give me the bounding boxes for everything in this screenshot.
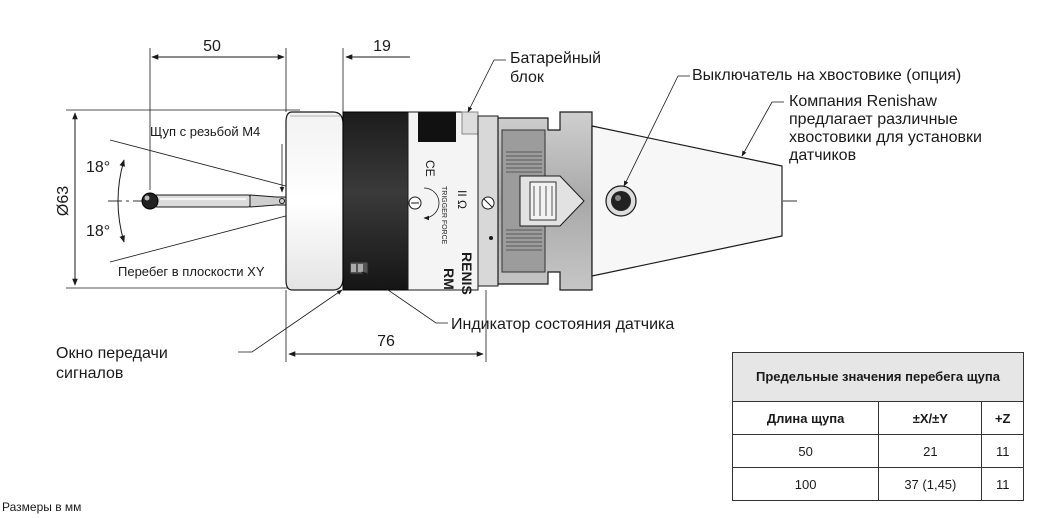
angle-bottom-label: 18°: [86, 223, 110, 240]
callout-stylus-m4: Щуп с резьбой M4: [150, 124, 285, 193]
battery-section: CE TRIGGER FORCE II Ω RENIS RM: [407, 111, 479, 295]
small-mark: II Ω: [455, 190, 469, 209]
table-cell: 11: [981, 434, 1024, 468]
table-row: 50 21 11: [731, 434, 1024, 468]
probe-connector: [477, 115, 499, 287]
table-row: 100 37 (1,45) 11: [731, 467, 1024, 501]
renishaw-label-line2: предлагает различные: [789, 111, 958, 128]
battery-label-line2: блок: [510, 69, 545, 86]
probe-body: [342, 111, 409, 291]
window-label-line2: сигналов: [56, 365, 123, 382]
overtravel-label: Перебег в плоскости XY: [118, 264, 265, 279]
window-label-line1: Окно передачи: [56, 345, 168, 362]
stylus-ball: [141, 192, 159, 210]
stylus-m4-label: Щуп с резьбой M4: [150, 124, 260, 139]
table-header-row: Длина щупа ±X/±Y +Z: [731, 401, 1024, 435]
table-cell: 21: [878, 434, 983, 468]
battery-label-line1: Батарейный: [510, 50, 601, 67]
renishaw-label-line1: Компания Renishaw: [789, 93, 937, 110]
callout-battery: Батарейный блок: [467, 50, 601, 113]
renishaw-label-line3: хвостовики для установки: [789, 129, 982, 146]
brand-mark: RENIS: [459, 252, 475, 295]
probe-front-cap: [285, 111, 344, 291]
overtravel-angle: 18° 18°: [86, 139, 344, 263]
callout-switch: Выключатель на хвостовике (опция): [623, 67, 961, 187]
table-title: Предельные значения перебега щупа: [732, 352, 1024, 402]
dim-50-label: 50: [203, 38, 221, 55]
overtravel-limits-table: Предельные значения перебега щупа Длина …: [731, 352, 1024, 501]
table-header-length: Длина щупа: [731, 401, 880, 435]
table-cell: 37 (1,45): [878, 467, 983, 501]
dimension-19: 19: [270, 38, 410, 112]
dim-19-label: 19: [373, 38, 391, 55]
indicator-label: Индикатор состояния датчика: [451, 316, 674, 333]
shank-flange: [497, 111, 593, 291]
dim-76-label: 76: [377, 333, 395, 350]
callout-indicator: Индикатор состояния датчика: [361, 271, 674, 333]
dimension-76: 76: [285, 290, 487, 362]
model-mark: RM: [441, 268, 457, 290]
tapered-shank: [591, 125, 783, 277]
callout-renishaw: Компания Renishaw предлагает различные х…: [741, 93, 982, 164]
renishaw-label-line4: датчиков: [789, 147, 856, 164]
angle-top-label: 18°: [86, 159, 110, 176]
units-note: Размеры в мм: [2, 500, 82, 514]
table-cell: 100: [731, 467, 880, 501]
callout-overtravel: Перебег в плоскости XY: [118, 264, 265, 279]
dim-diameter-label: Ø63: [55, 186, 72, 216]
dimension-diameter: Ø63: [55, 109, 300, 289]
table-header-xy: ±X/±Y: [878, 401, 983, 435]
trigger-force-mark: TRIGGER FORCE: [440, 186, 447, 245]
dimension-50: 50: [149, 38, 287, 190]
table-cell: 50: [731, 434, 880, 468]
table-header-z: +Z: [981, 401, 1024, 435]
table-cell: 11: [981, 467, 1024, 501]
ce-mark: CE: [423, 160, 437, 177]
switch-label: Выключатель на хвостовике (опция): [692, 67, 961, 84]
stylus: [141, 192, 289, 210]
callout-window: Окно передачи сигналов: [56, 289, 343, 382]
